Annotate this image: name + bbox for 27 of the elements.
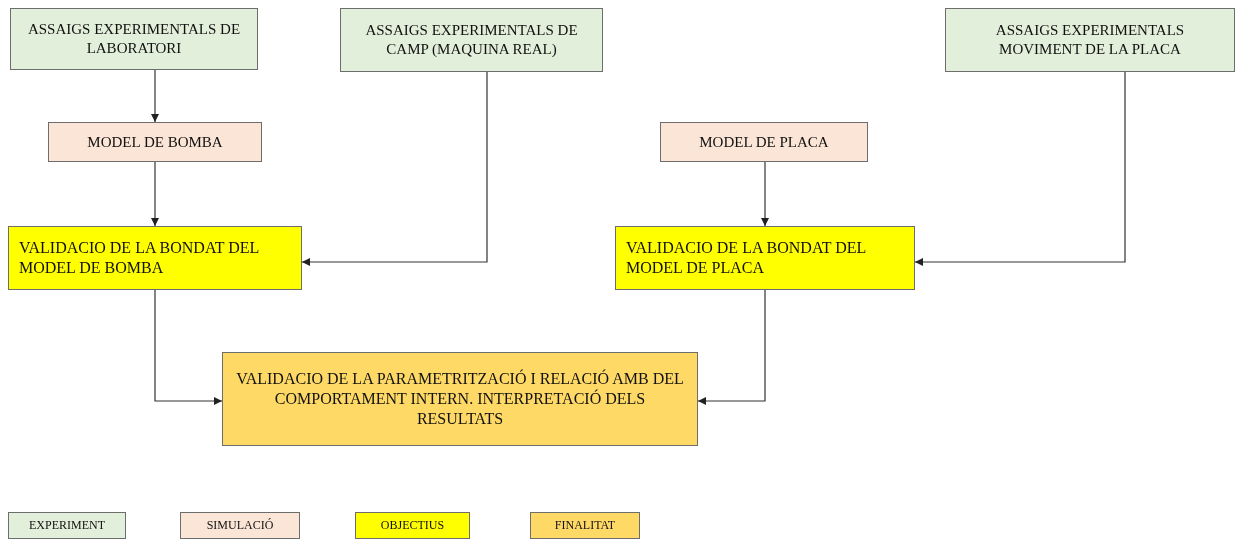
legend-label: FINALITAT (554, 518, 616, 533)
process-box (10, 8, 258, 70)
box-label: ASSAIGS EXPERIMENTALS DE LABORATORI (26, 20, 242, 58)
box-label: MODEL DE BOMBA (87, 132, 223, 152)
box-label: ASSAIGS EXPERIMENTALS DE CAMP (MAQUINA REAL) (364, 21, 579, 59)
process-box (8, 226, 302, 290)
box-label: ASSAIGS EXPERIMENTALS MOVIMENT DE LA PLACA (994, 21, 1186, 59)
box-label: MODEL DE PLACA (699, 132, 829, 152)
box-label: VALIDACIO DE LA BONDAT DEL MODEL DE BOMBA (19, 238, 260, 278)
legend-label: SIMULACIÓ (206, 518, 274, 533)
process-box (340, 8, 603, 72)
legend-label: OBJECTIUS (380, 518, 445, 533)
arrow (761, 161, 769, 227)
arrow (697, 289, 766, 405)
process-box (660, 122, 868, 162)
arrow (151, 161, 159, 227)
process-box (945, 8, 1235, 72)
box-label: VALIDACIO DE LA PARAMETRITZACIÓ I RELACIÓ AMB DEL COMPORTAMENT INTERN. INTERPRETACIÓ DELS RESULTATS (235, 369, 685, 429)
box-label: VALIDACIO DE LA BONDAT DEL MODEL DE PLACA (626, 238, 867, 278)
arrow (914, 71, 1126, 266)
process-box (222, 352, 698, 446)
process-box (48, 122, 262, 162)
arrow (154, 289, 223, 405)
legend-label: EXPERIMENT (29, 518, 105, 533)
arrow (151, 69, 159, 123)
arrow (301, 71, 488, 266)
process-box (615, 226, 915, 290)
